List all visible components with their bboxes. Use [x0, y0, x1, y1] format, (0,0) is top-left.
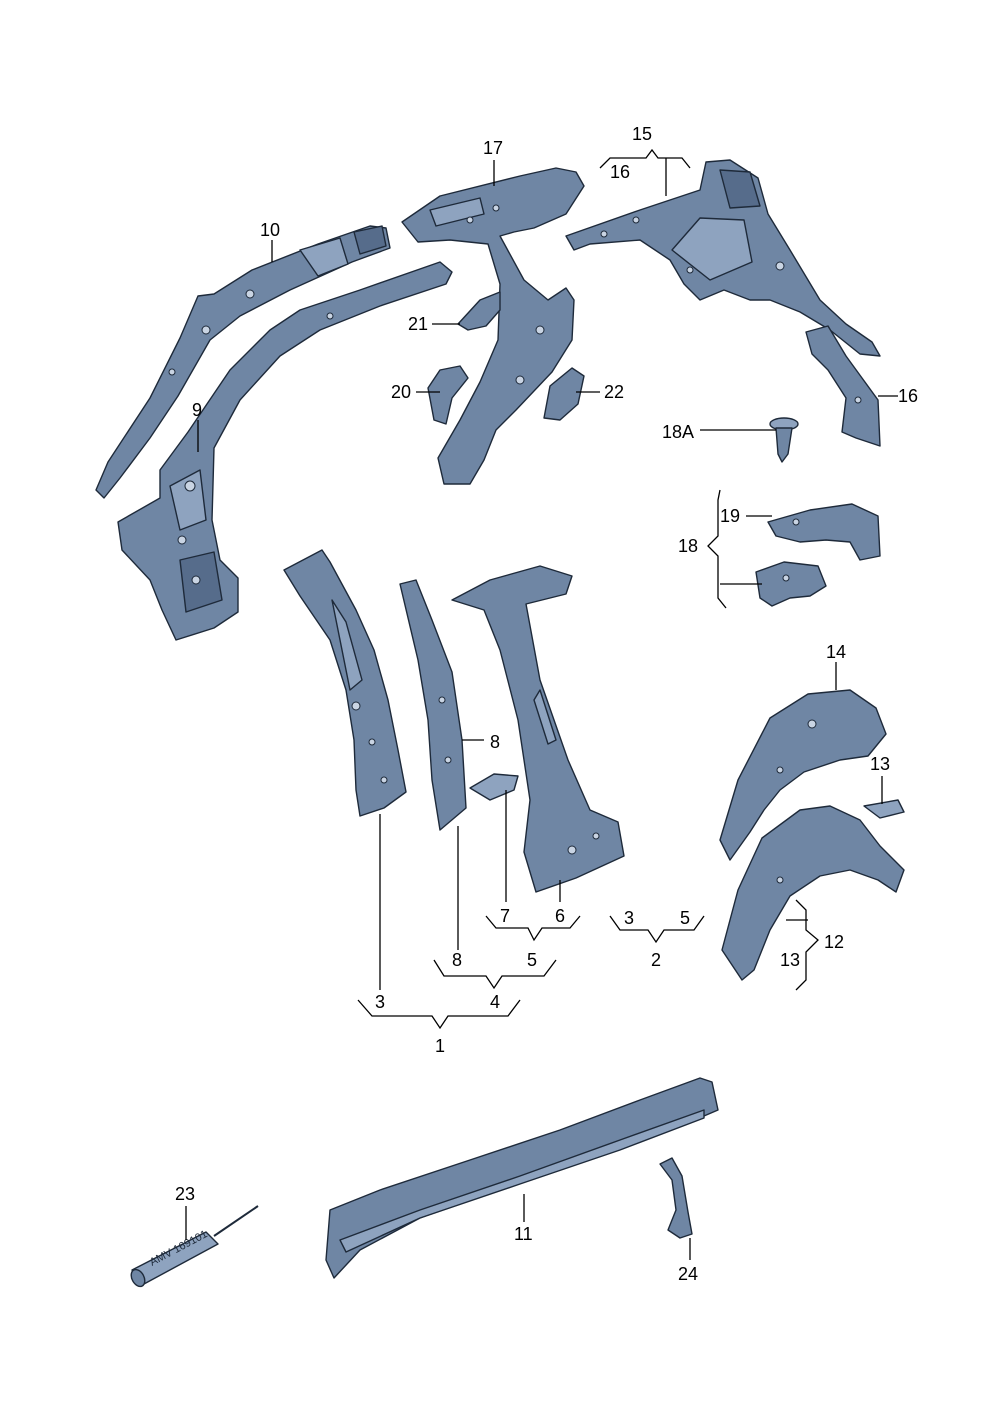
label-18: 18 — [678, 536, 698, 556]
label-5-group2: 5 — [680, 908, 690, 928]
label-13-upper: 13 — [870, 754, 890, 774]
label-20: 20 — [391, 382, 411, 402]
part-16-rear-bracket — [805, 325, 881, 447]
label-4: 4 — [490, 992, 500, 1012]
part-22-bracket — [543, 367, 585, 421]
label-24: 24 — [678, 1264, 698, 1284]
label-5-group4: 5 — [527, 950, 537, 970]
label-3-lower: 3 — [375, 992, 385, 1012]
part-12-wheelhouse-outer — [721, 805, 905, 981]
part-11-sill-panel — [325, 1077, 719, 1279]
part-6-b-pillar-outer — [451, 565, 625, 893]
label-21: 21 — [408, 314, 428, 334]
part-8-pillar-reinforcement — [399, 579, 467, 831]
part-24-bracket — [659, 1157, 693, 1239]
part-18-bracket-lower — [755, 561, 827, 607]
part-19-bracket — [767, 503, 881, 561]
label-16-top: 16 — [610, 162, 630, 182]
part-labels: 10 9 17 15 16 21 20 22 16 18A 19 18 14 1… — [175, 124, 918, 1284]
label-8-lower: 8 — [452, 950, 462, 970]
part-10-roof-rail-inner — [95, 225, 391, 499]
label-11: 11 — [514, 1224, 533, 1244]
label-23: 23 — [175, 1184, 195, 1204]
label-8-upper: 8 — [490, 732, 500, 752]
label-1: 1 — [435, 1036, 445, 1056]
part-18a-clip — [769, 417, 799, 463]
part-9-a-pillar-inner — [117, 261, 453, 641]
part-23-sealant-tube: AMV 169101 — [130, 1205, 259, 1288]
part-17-b-pillar-upper — [401, 167, 585, 485]
label-6: 6 — [555, 906, 565, 926]
label-14: 14 — [826, 642, 846, 662]
label-10: 10 — [260, 220, 280, 240]
leader-lines — [185, 148, 898, 1260]
part-7-bracket — [469, 773, 519, 801]
label-18a: 18A — [662, 422, 694, 442]
part-14-wheelhouse-inner — [719, 689, 887, 861]
label-16-right: 16 — [898, 386, 918, 406]
label-22: 22 — [604, 382, 624, 402]
label-7: 7 — [500, 906, 510, 926]
part-13-cap — [863, 799, 905, 819]
part-20-bracket — [427, 365, 469, 425]
label-13-lower: 13 — [780, 950, 800, 970]
label-9: 9 — [192, 400, 202, 420]
label-12: 12 — [824, 932, 844, 952]
label-3-group2: 3 — [624, 908, 634, 928]
label-17: 17 — [483, 138, 503, 158]
part-15-quarter-panel-inner — [565, 159, 881, 357]
part-21-cover — [457, 291, 501, 331]
label-2: 2 — [651, 950, 661, 970]
label-19: 19 — [720, 506, 740, 526]
part-3-pillar-inner — [283, 549, 407, 817]
label-15: 15 — [632, 124, 652, 144]
